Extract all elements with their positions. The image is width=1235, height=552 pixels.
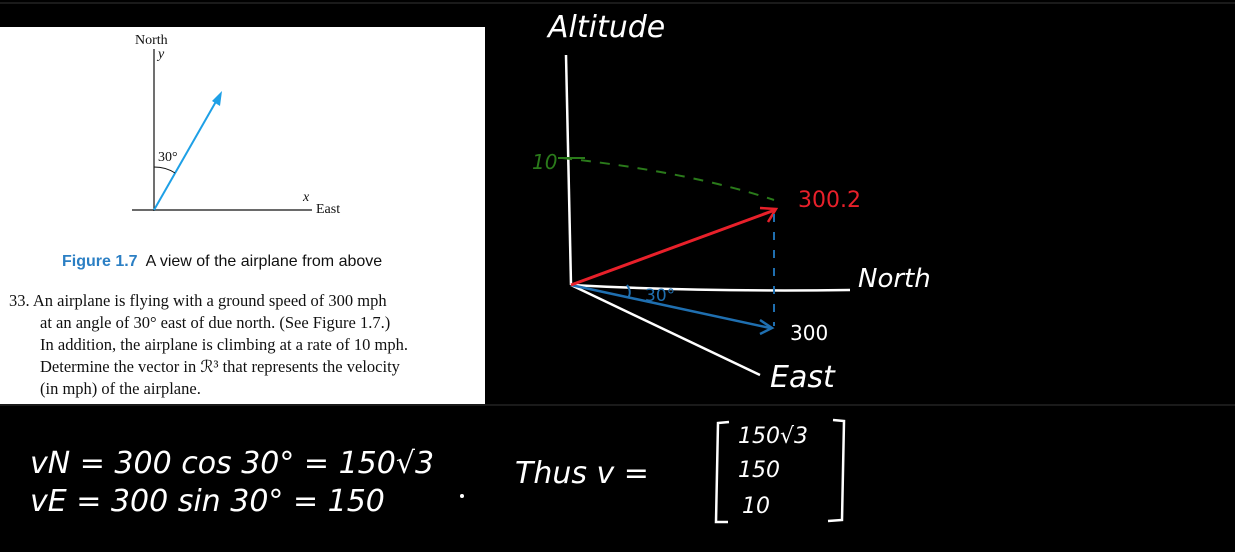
- air-velocity-vector: [570, 208, 776, 287]
- left-bracket: [714, 420, 730, 524]
- x-label: x: [303, 190, 310, 205]
- north-component: vN = 300 cos 30° = 150√3: [30, 446, 435, 481]
- ground-velocity-arrowhead: [759, 318, 775, 336]
- east-component: vE = 300 sin 30° = 150: [30, 484, 385, 519]
- angle-arc: [153, 166, 176, 174]
- altitude-axis: [564, 54, 573, 286]
- period-dot: [460, 494, 464, 498]
- problem-text: 33. An airplane is flying with a ground …: [9, 290, 481, 400]
- velocity-vector: [153, 97, 219, 211]
- north-axis: [570, 283, 851, 292]
- problem-line-2: at an angle of 30° east of due north. (S…: [40, 313, 391, 332]
- altitude-projection-line: [561, 157, 775, 201]
- sketch-angle-arc: [626, 284, 631, 299]
- figure-number: Figure 1.7: [62, 253, 138, 270]
- matrix-entry-altitude: 10: [742, 494, 770, 519]
- magnitude-label: 300.2: [798, 188, 861, 213]
- problem-line-3: In addition, the airplane is climbing at…: [40, 335, 408, 354]
- right-bracket: [827, 418, 846, 523]
- velocity-arrowhead: [212, 91, 222, 106]
- altitude-label: Altitude: [548, 10, 666, 45]
- altitude-value: 10: [532, 150, 558, 174]
- figure-caption: Figure 1.7 A view of the airplane from a…: [62, 253, 382, 271]
- east-label: East: [316, 202, 341, 217]
- problem-line-4: Determine the vector in ℛ³ that represen…: [40, 357, 400, 376]
- problem-number: 33.: [9, 291, 30, 310]
- thus-v: Thus v =: [515, 456, 649, 491]
- sketch-angle-label: 30°: [645, 286, 676, 306]
- north-sketch-label: North: [858, 264, 931, 294]
- airplane-figure: [132, 49, 312, 211]
- ground-speed-label: 300: [790, 321, 829, 345]
- air-velocity-arrowhead: [759, 206, 779, 223]
- problem-line-5: (in mph) of the airplane.: [40, 379, 201, 398]
- north-label: North: [135, 33, 168, 48]
- problem-line-1: An airplane is flying with a ground spee…: [32, 291, 387, 310]
- textbook-excerpt: North y 30° x East Figure 1.7 A view of …: [0, 27, 485, 404]
- figure-caption-text: A view of the airplane from above: [145, 253, 383, 270]
- ground-velocity-vector: [570, 283, 771, 330]
- matrix-entry-north: 150√3: [738, 424, 809, 449]
- angle-label: 30°: [158, 150, 178, 165]
- east-axis: [570, 283, 761, 377]
- matrix-entry-east: 150: [738, 458, 780, 483]
- east-sketch-label: East: [770, 360, 835, 395]
- y-label: y: [158, 47, 165, 62]
